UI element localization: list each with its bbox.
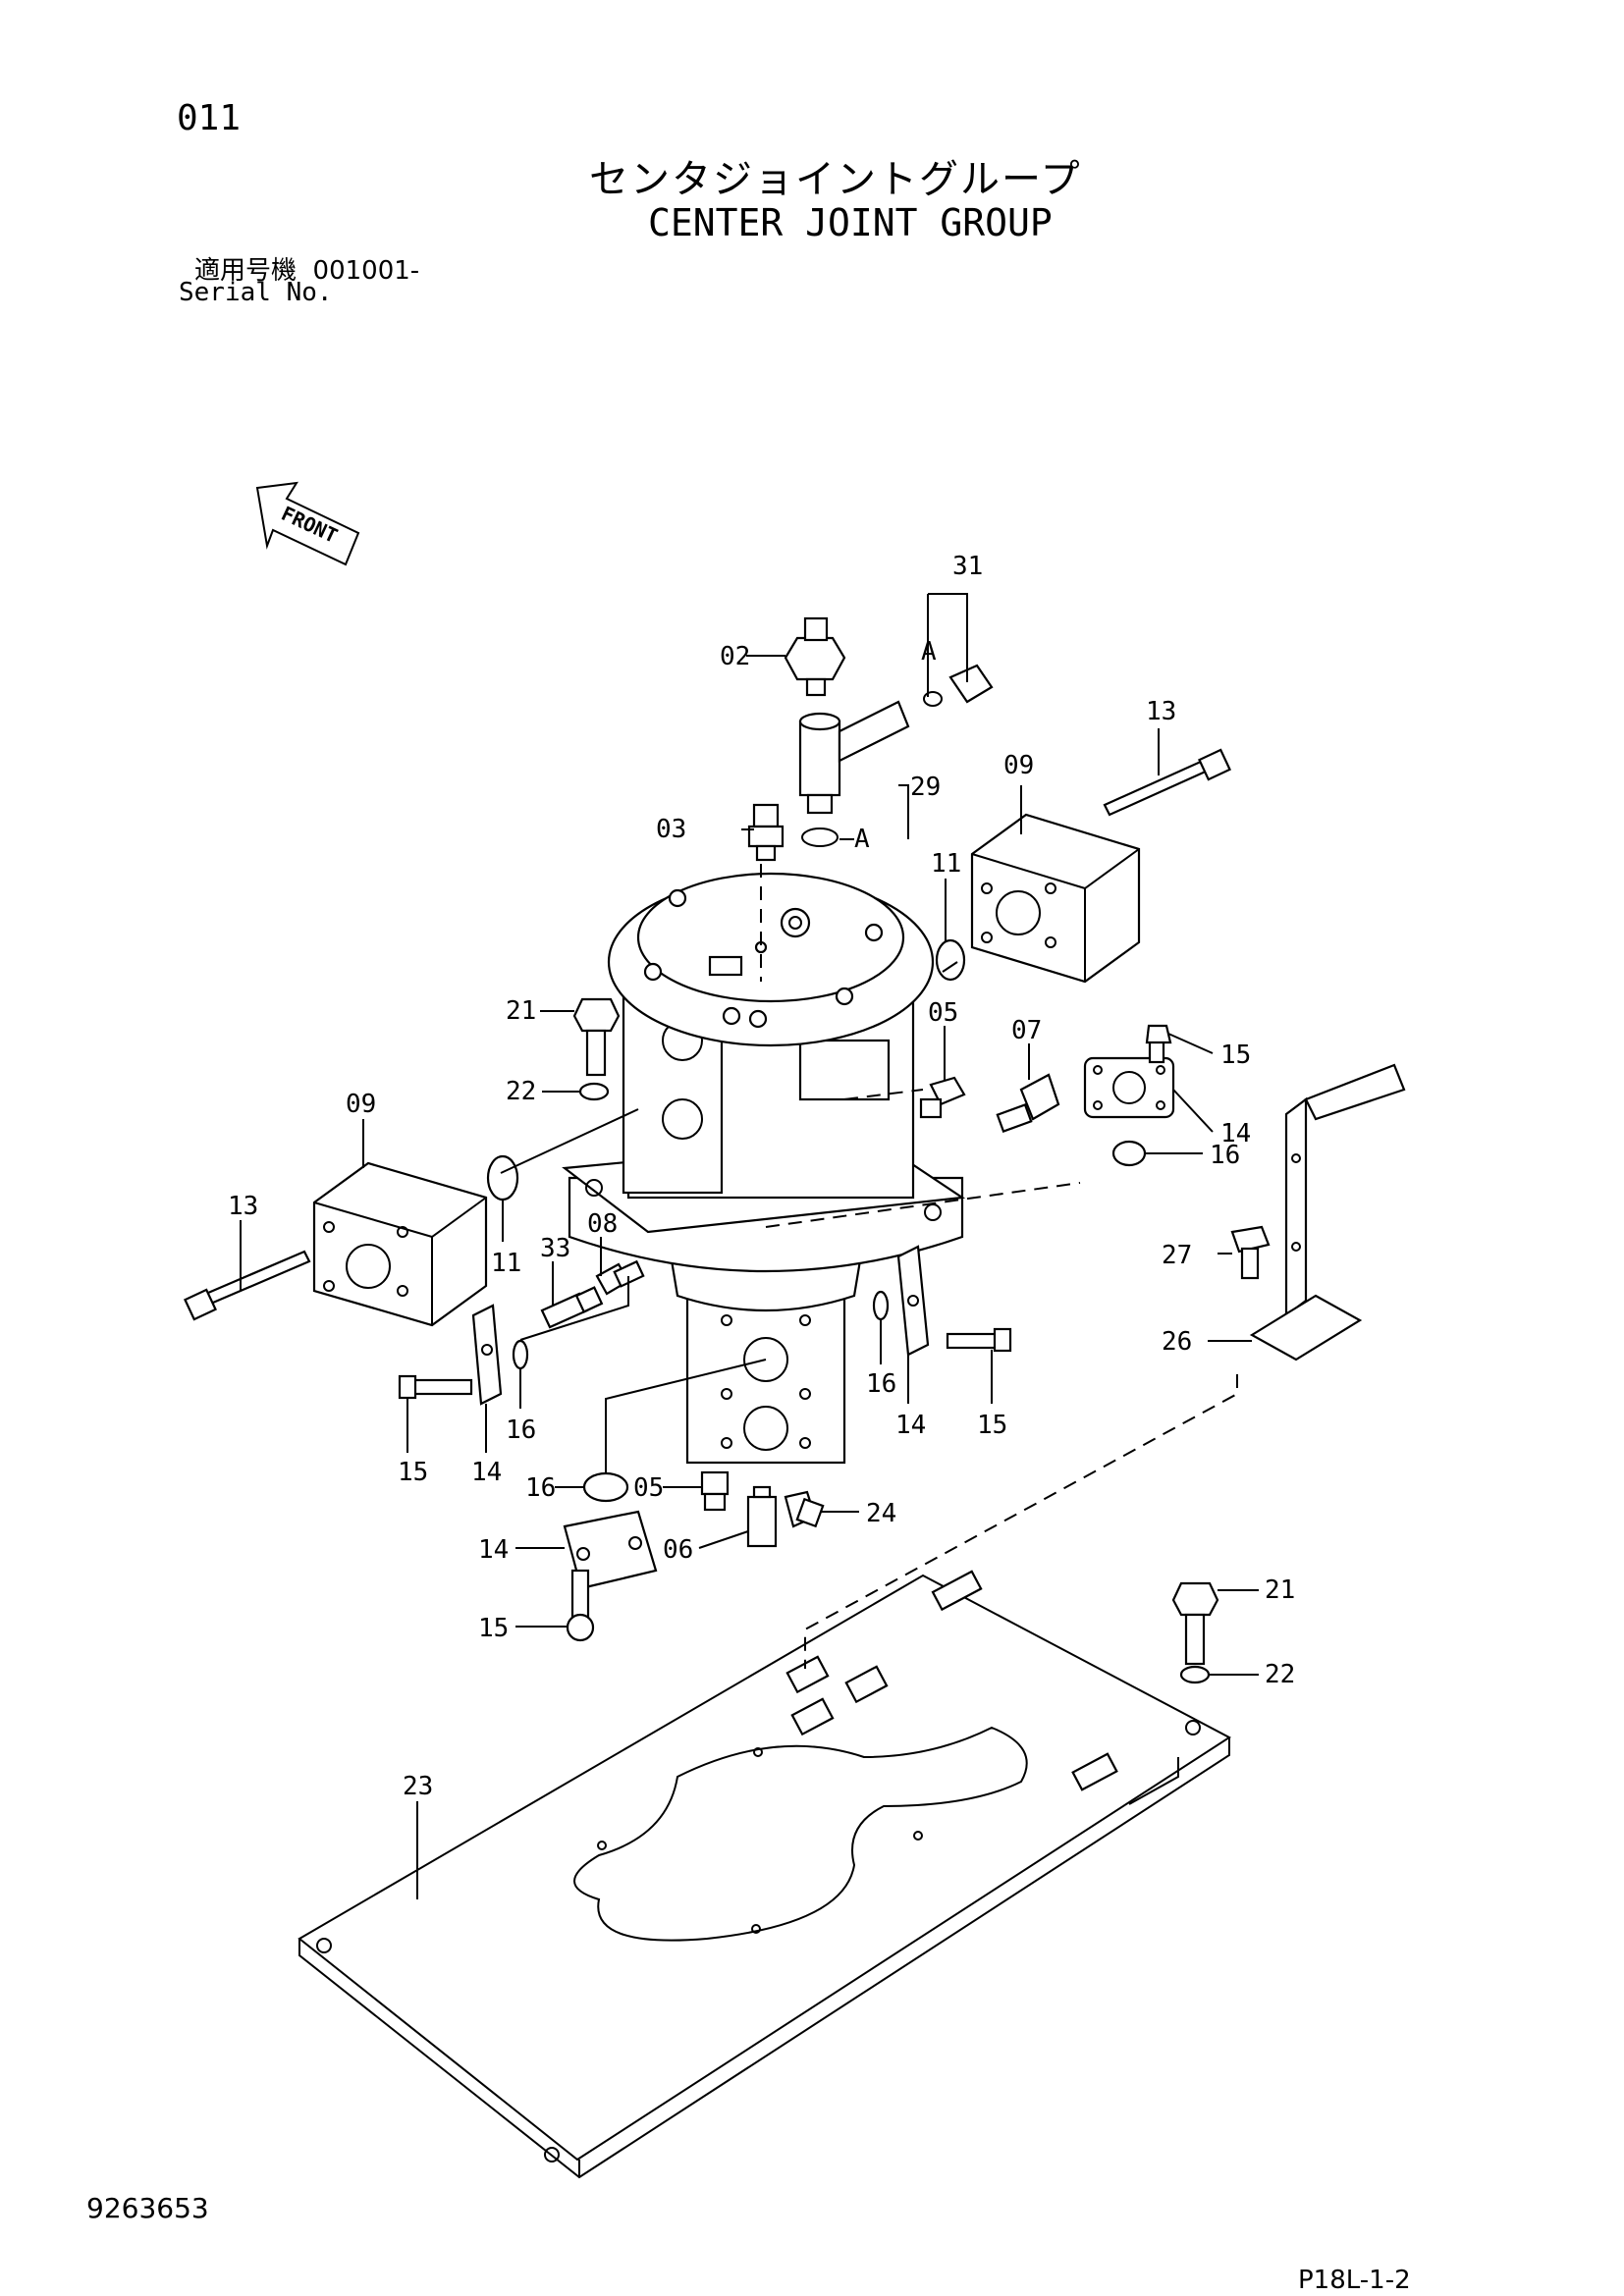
swivel-elbow-29: [798, 700, 910, 815]
page-title-japanese: センタジョイントグループ: [589, 157, 1082, 202]
assembly-lines: [500, 864, 1238, 1669]
bolt-13-upper: [1103, 748, 1231, 817]
bolt-21-lower: [1171, 1581, 1219, 1666]
callout-16-lower: 16: [525, 1473, 556, 1503]
fitting-05-lower: [700, 1470, 730, 1512]
block-09-upper: [970, 813, 1141, 984]
page-number: 011: [177, 98, 242, 138]
callout-14-right: 14: [895, 1411, 926, 1440]
elbow-24: [784, 1490, 825, 1528]
callout-15-right: 15: [977, 1411, 1007, 1440]
bolt-27: [1230, 1225, 1271, 1280]
flange-14-left: [471, 1304, 503, 1406]
serial-label-japanese: 適用号機: [194, 256, 298, 286]
adapter-31: [923, 664, 994, 707]
o-ring-16-right: [872, 1290, 890, 1321]
page-title-english: CENTER JOINT GROUP: [648, 201, 1053, 244]
screw-15-right: [946, 1327, 1012, 1353]
callout-13-left: 13: [228, 1192, 258, 1221]
flange-14-lower: [563, 1510, 658, 1590]
flange-14-right: [896, 1245, 930, 1357]
callout-14-lower: 14: [478, 1535, 509, 1565]
o-ring-11-upper: [935, 938, 966, 982]
callout-21-lower: 21: [1265, 1575, 1295, 1605]
o-ring-16-lower: [582, 1471, 629, 1503]
callout-24: 24: [866, 1499, 896, 1528]
callout-08: 08: [587, 1209, 618, 1239]
callout-15-left: 15: [398, 1458, 428, 1487]
callout-a-upper: A: [921, 637, 937, 667]
screw-15-lower: [566, 1569, 595, 1642]
sensor-33: [540, 1286, 604, 1329]
block-09-left: [312, 1161, 488, 1327]
callout-26: 26: [1162, 1327, 1192, 1357]
callout-22-lower: 22: [1265, 1660, 1295, 1689]
elbow-07: [996, 1073, 1060, 1133]
callout-13-upper: 13: [1146, 697, 1176, 726]
callout-27: 27: [1162, 1241, 1192, 1270]
callout-02: 02: [720, 642, 750, 671]
callout-03: 03: [656, 815, 686, 844]
page-reference: P18L-1-2: [1298, 2266, 1411, 2295]
callout-11-upper: 11: [931, 849, 961, 879]
bolt-21-upper: [572, 997, 621, 1077]
callout-06: 06: [663, 1535, 693, 1565]
serial-label-english: Serial No.: [179, 278, 333, 307]
front-arrow-label: FRONT: [278, 502, 342, 548]
callout-numbers: 31 02 A 29 A 03 13 09 11 21 22 05 07 15 …: [228, 552, 1295, 1801]
flange-14-upper-right: [1083, 1056, 1175, 1119]
callout-16-left: 16: [506, 1415, 536, 1445]
washer-22-lower: [1179, 1665, 1211, 1684]
leader-lines: [240, 593, 1259, 1899]
bolt-13-left: [184, 1250, 311, 1321]
callout-a-lower: A: [854, 825, 870, 854]
front-direction-arrow: FRONT: [255, 481, 360, 566]
callout-16-right: 16: [866, 1369, 896, 1399]
callout-14-left: 14: [471, 1458, 502, 1487]
washer-22-upper: [578, 1082, 610, 1101]
callout-14-upper-right: 14: [1220, 1119, 1251, 1148]
callout-23: 23: [403, 1772, 433, 1801]
o-ring-16-left: [512, 1339, 529, 1370]
serial-line-japanese: 適用号機 001001-: [194, 250, 419, 287]
drawing-number: 9263653: [86, 2192, 209, 2224]
serial-number-value: 001001-: [312, 256, 420, 286]
o-ring-16-upper-right: [1111, 1140, 1147, 1167]
callout-31: 31: [952, 552, 983, 581]
callout-15-upper-right: 15: [1220, 1041, 1251, 1070]
o-ring-29: [801, 828, 839, 847]
callout-09-upper: 09: [1003, 751, 1034, 780]
callout-09-left: 09: [346, 1090, 376, 1119]
callout-29: 29: [910, 773, 941, 802]
callout-22-upper: 22: [506, 1077, 536, 1106]
callout-07: 07: [1011, 1016, 1042, 1045]
fitting-06: [746, 1485, 778, 1548]
callout-33: 33: [540, 1234, 570, 1263]
base-frame-plate: [298, 1570, 1231, 2179]
callout-15-lower: 15: [478, 1614, 509, 1643]
fitting-08: [595, 1259, 645, 1296]
adapter-03: [747, 803, 785, 862]
center-joint-body: [562, 872, 966, 1465]
callout-21-upper: 21: [506, 996, 536, 1026]
callout-05-upper: 05: [928, 998, 958, 1028]
callout-11-left: 11: [491, 1249, 521, 1278]
bracket-26: [1249, 1063, 1406, 1362]
callout-16-upper-right: 16: [1210, 1141, 1240, 1170]
fitting-05-upper: [919, 1076, 966, 1119]
callout-05-lower: 05: [633, 1473, 664, 1503]
screw-15-upper-right: [1145, 1024, 1172, 1064]
o-ring-11-left: [486, 1154, 519, 1201]
adapter-02: [784, 616, 846, 697]
screw-15-left: [398, 1374, 473, 1400]
